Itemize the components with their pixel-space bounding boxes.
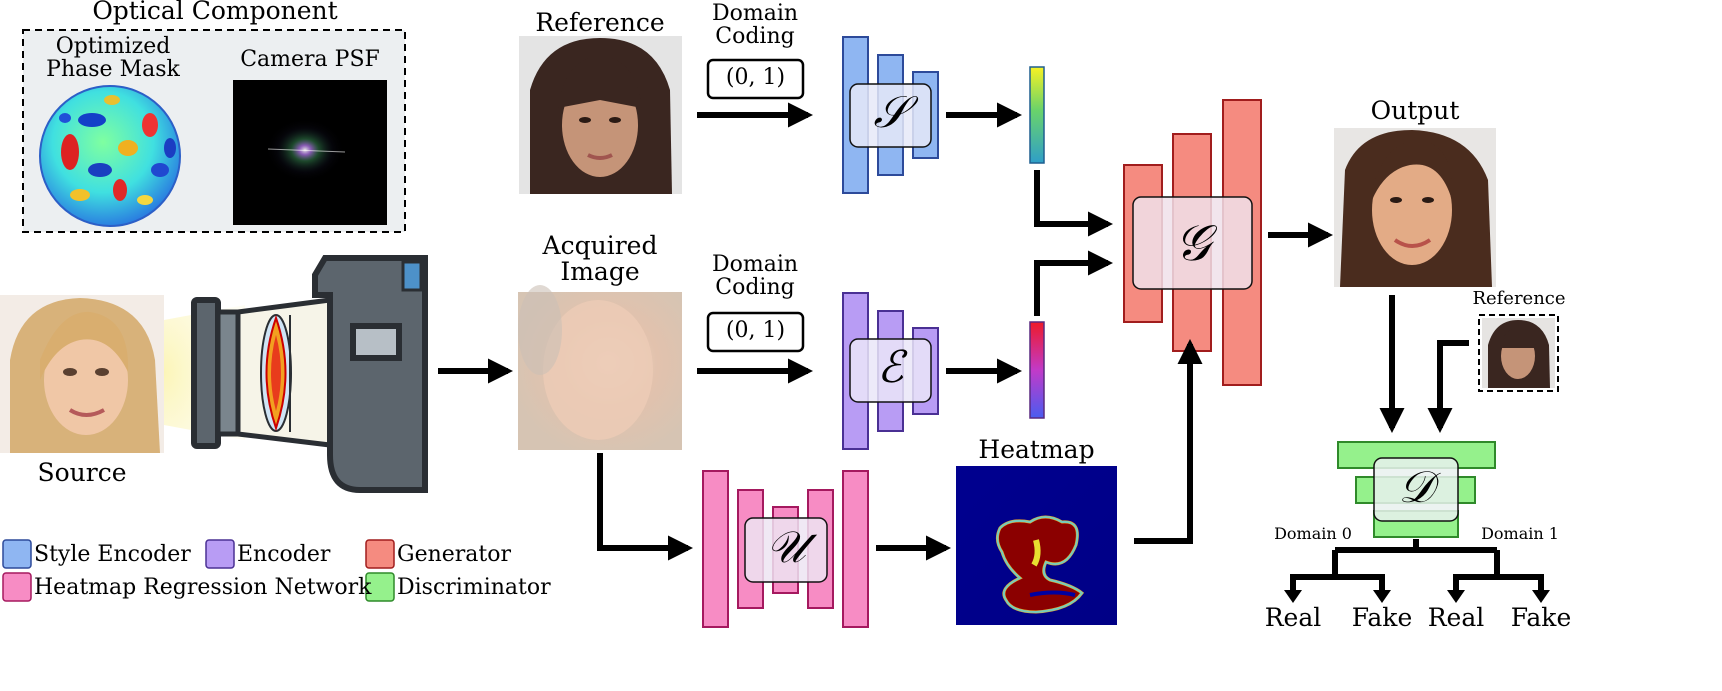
source-image [0, 295, 164, 453]
small-reference-label: Reference [1472, 288, 1566, 309]
generator-symbol: 𝒢 [1174, 214, 1211, 272]
optical-component-panel [22, 29, 406, 233]
domain1-label: Domain 1 [1481, 524, 1559, 543]
acquired-image-label: Acquired Image [520, 231, 680, 287]
legend-discriminator: Discriminator [397, 575, 551, 600]
camera-psf-label: Camera PSF [240, 47, 380, 72]
domain-coding-bottom-line2: Coding [715, 275, 795, 301]
encoder-code-vector [1029, 321, 1045, 419]
domain-coding-bottom-line1: Domain [711, 252, 799, 277]
heatmap-label: Heatmap [978, 435, 1095, 464]
small-reference-image [1478, 314, 1559, 392]
discriminator-symbol: 𝒟 [1398, 462, 1434, 513]
arrowheads-tree [1284, 590, 1550, 603]
domain-coding-top-line2: Coding [715, 24, 795, 50]
encoder-symbol: ℰ [877, 342, 904, 393]
source-label: Source [37, 458, 127, 487]
domain-coding-top-line1: Domain [711, 1, 799, 26]
heatmap-image [956, 466, 1117, 625]
acquired-label-line2: Image [560, 257, 640, 287]
style-code-vector [1029, 66, 1045, 164]
discriminator-block [1337, 441, 1496, 538]
heatmap-network-block [702, 470, 869, 628]
phase-mask-label: Optimized Phase Mask [38, 35, 188, 81]
leaf-fake-1: Fake [1351, 603, 1413, 632]
domain-coding-label-bottom: Domain Coding [690, 253, 820, 299]
output-image [1334, 128, 1496, 287]
domain-code-box-bottom [706, 311, 805, 353]
encoder-block [842, 292, 939, 450]
phase-mask-label-line1: Optimized [55, 34, 171, 59]
style-encoder-symbol: 𝒮 [873, 87, 908, 138]
leaf-real-1: Real [1264, 603, 1322, 632]
style-encoder-block [842, 36, 939, 194]
domain-code-value-top: (0, 1) [725, 65, 786, 90]
leaf-fake-2: Fake [1510, 603, 1572, 632]
optical-component-title: Optical Component [92, 0, 338, 25]
output-label: Output [1370, 96, 1460, 125]
camera-psf-image [233, 80, 387, 225]
acquired-label-line1: Acquired [542, 231, 658, 260]
reference-image [519, 36, 682, 194]
domain0-label: Domain 0 [1274, 524, 1352, 543]
camera-icon [191, 255, 428, 493]
generator-block [1123, 99, 1262, 386]
domain-coding-label-top: Domain Coding [690, 2, 820, 48]
domain-code-value-bottom: (0, 1) [725, 318, 786, 343]
domain-code-box-top [706, 58, 805, 100]
phase-mask-image [39, 85, 181, 227]
heatmap-network-symbol: 𝒰 [766, 522, 806, 573]
legend-heatmap-network: Heatmap Regression Network [34, 575, 372, 600]
arrows [438, 102, 1544, 595]
leaf-real-2: Real [1427, 603, 1485, 632]
reference-label: Reference [535, 8, 665, 37]
legend-encoder: Encoder [237, 542, 331, 567]
acquired-image [518, 285, 682, 450]
legend-swatches [2, 539, 395, 602]
legend-generator: Generator [397, 542, 512, 567]
phase-mask-label-line2: Phase Mask [46, 57, 180, 83]
legend-style-encoder: Style Encoder [34, 542, 191, 567]
